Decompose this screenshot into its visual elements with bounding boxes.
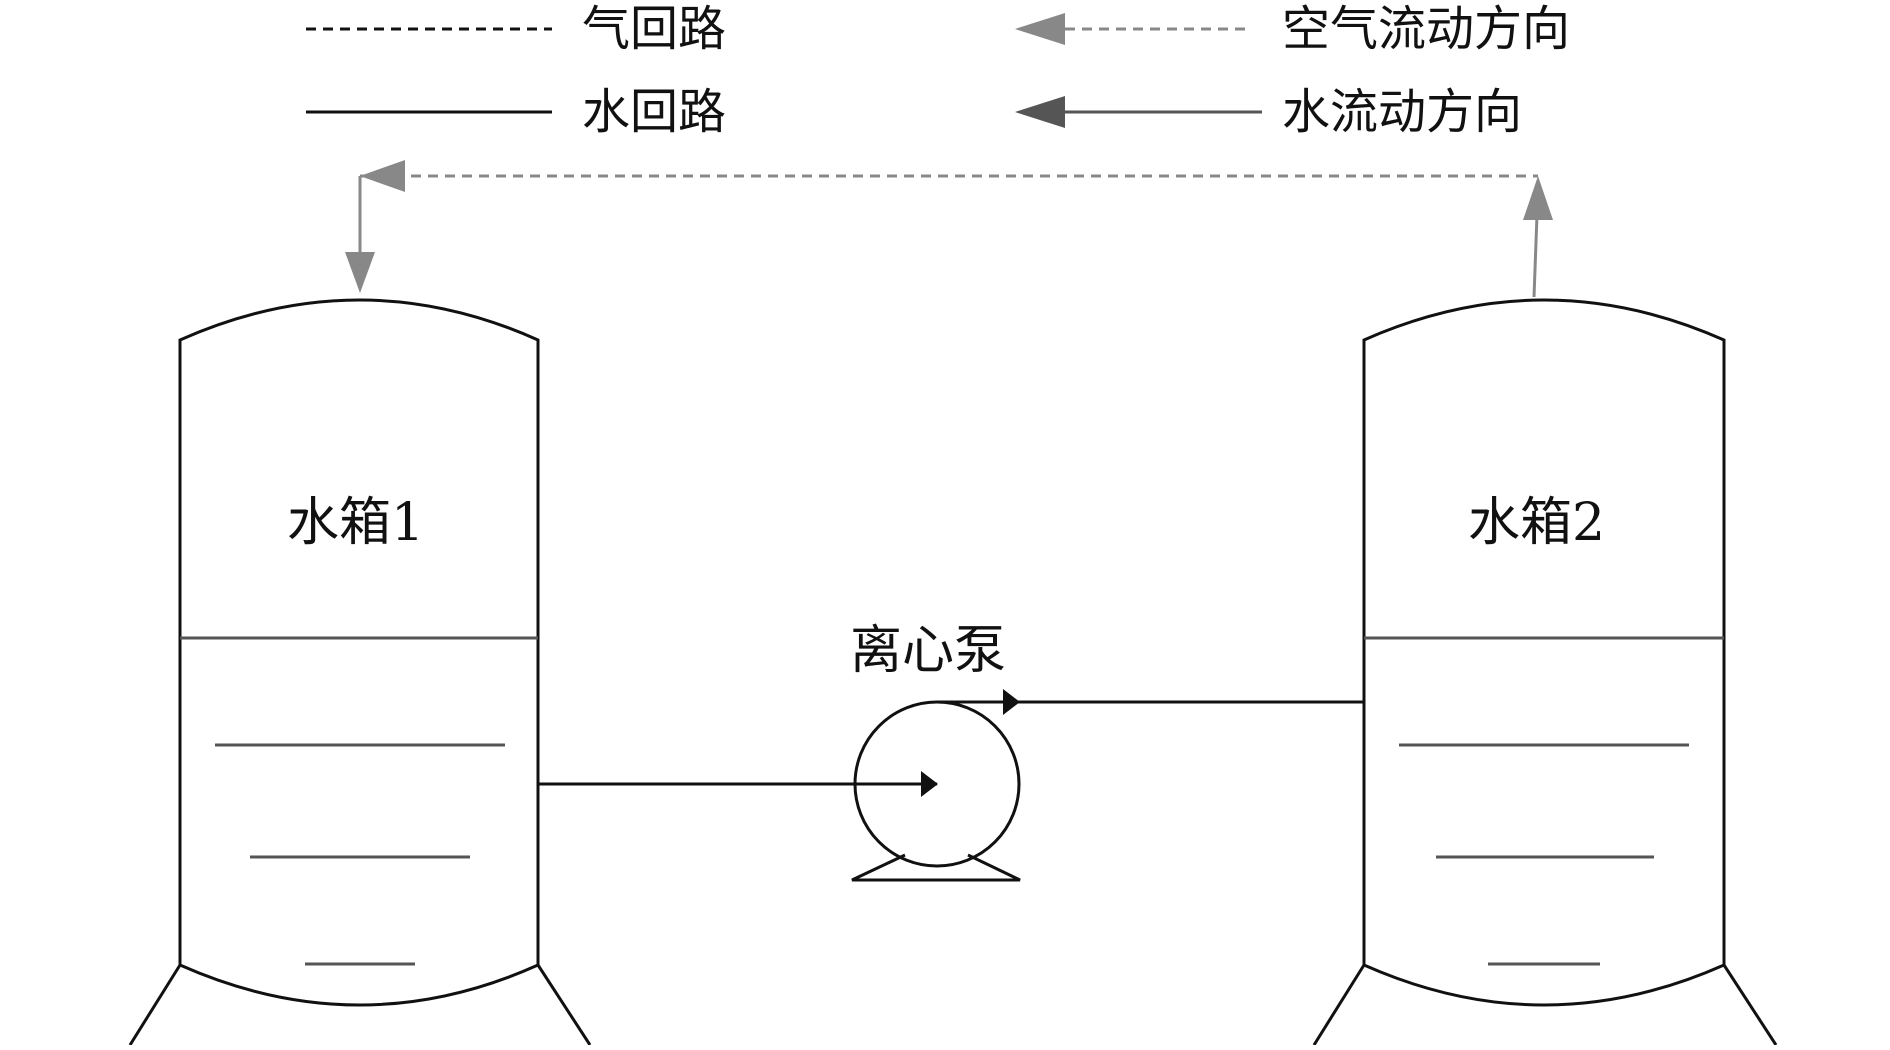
tank-2: 水箱2 — [1312, 298, 1778, 1046]
legend-air-flow-arrow — [1015, 13, 1250, 45]
legend-water-loop-label: 水回路 — [582, 84, 726, 140]
tank-1-label: 水箱1 — [287, 493, 424, 553]
legend-air-flow-label: 空气流动方向 — [1282, 1, 1570, 57]
legend-water-flow-label: 水流动方向 — [1282, 84, 1522, 140]
air-loop-down-arrowhead — [345, 252, 375, 293]
legend-air-loop-label: 气回路 — [582, 1, 726, 57]
legend-water-flow-arrow — [1015, 96, 1262, 128]
tank-2-base — [1312, 964, 1778, 1046]
tank-1: 水箱1 — [128, 298, 592, 1046]
pump-stand — [851, 853, 1021, 882]
tank-2-label: 水箱2 — [1468, 493, 1605, 553]
pump-outlet-arrowhead — [1003, 689, 1020, 715]
pump-inlet-arrowhead — [921, 771, 938, 797]
pump-label: 离心泵 — [850, 621, 1006, 681]
air-loop — [345, 160, 1553, 298]
tank-1-body — [178, 298, 540, 1007]
air-loop-up-line — [1532, 214, 1539, 298]
legend: 气回路 水回路 空气流动方向 水流动方向 — [306, 1, 1570, 140]
air-loop-left-arrowhead — [360, 160, 405, 192]
tank-1-base — [128, 964, 592, 1046]
tank-2-body — [1362, 298, 1726, 1007]
centrifugal-pump: 离心泵 — [538, 621, 1364, 882]
air-loop-up-arrowhead — [1523, 176, 1553, 220]
